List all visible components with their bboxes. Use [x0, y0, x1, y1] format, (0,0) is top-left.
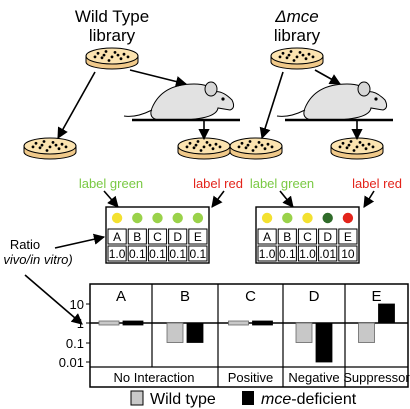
- y-tick-label: 0.01: [59, 355, 84, 370]
- legend-label-wild-type: Wild type: [150, 391, 216, 408]
- bar-wild-type-d: [295, 322, 313, 343]
- arrow-mce-to-mouse: [314, 69, 341, 85]
- array-letter: C: [153, 230, 162, 244]
- chart-frame: [89, 283, 409, 388]
- panel-label-c: C: [245, 288, 256, 305]
- arrow-mce-to-invitro: [259, 71, 284, 140]
- bar-wild-type-e: [358, 322, 375, 343]
- category-label: No Interaction: [114, 370, 195, 385]
- mouse-icon-wild-type: [123, 81, 235, 121]
- ratio-label: Ratio: [10, 237, 40, 252]
- arrow-wt-to-invitro: [57, 71, 96, 139]
- plate-mce-in-vitro: [229, 137, 283, 160]
- bar-mce-a: [122, 320, 144, 326]
- ratio-sublabel: (in vivo/in vitro): [0, 252, 73, 267]
- bar-wild-type-c: [228, 320, 249, 326]
- plate-mce-library: [270, 47, 324, 70]
- arrow-green-wt: [103, 190, 119, 208]
- array-letter: A: [263, 230, 271, 244]
- array-ratio-value: 1.0: [299, 247, 316, 261]
- bar-wild-type-a: [98, 320, 120, 326]
- plate-wild-type-in-vivo: [177, 137, 231, 160]
- array-ratio-value: 1.0: [259, 247, 276, 261]
- panel-label-b: B: [180, 288, 190, 305]
- legend-label-mce: mce-deficient: [261, 391, 357, 408]
- bar-mce-d: [315, 322, 333, 363]
- array-letter: B: [283, 230, 291, 244]
- arrow-green-mce: [279, 190, 294, 208]
- array-letter: B: [133, 230, 141, 244]
- array-ratio-value: 1.0: [109, 247, 126, 261]
- legend-mce-suffix: -deficient: [291, 391, 356, 408]
- y-tick-label: 0.1: [66, 336, 84, 351]
- label-red-mce: label red: [352, 176, 402, 191]
- array-ratio-value: 0.1: [279, 247, 296, 261]
- array-ratio-value: 0.1: [169, 247, 186, 261]
- spot-b: [282, 212, 293, 224]
- spot-e: [192, 212, 204, 224]
- legend-swatch-wild-type: [130, 390, 144, 406]
- label-red-wt: label red: [193, 176, 243, 191]
- array-mce: A 1.0 B 0.1 C 1.0 D .01 E 10: [255, 206, 360, 264]
- arrow-red-mce: [363, 190, 375, 208]
- category-label: Suppressor: [343, 370, 410, 385]
- array-wild-type: A 1.0 B 0.1 C 0.1 D 0.1 E 0.1: [105, 206, 210, 264]
- label-green-mce: label green: [250, 176, 314, 191]
- panel-label-a: A: [116, 288, 126, 305]
- mce-title: Δmce: [274, 7, 319, 26]
- array-ratio-value: 0.1: [190, 247, 207, 261]
- spot-e: [342, 212, 354, 224]
- spot-a: [111, 212, 123, 224]
- category-label: Negative: [288, 370, 339, 385]
- bar-mce-c: [252, 320, 273, 326]
- mce-library-label: library: [274, 26, 321, 45]
- bar-wild-type-b: [166, 322, 184, 343]
- spot-d: [322, 212, 333, 224]
- wild-type-title: Wild Type: [75, 7, 149, 26]
- label-green-wt: label green: [79, 176, 143, 191]
- array-letter: D: [323, 230, 332, 244]
- spot-c: [302, 212, 313, 224]
- arrow-red-wt: [211, 190, 225, 208]
- category-label: Positive: [228, 370, 274, 385]
- plate-wild-type-in-vitro: [23, 137, 77, 160]
- arrow-ratio-to-chart: [24, 274, 83, 325]
- y-tick-label: 10: [70, 297, 84, 312]
- array-ratio-value: 0.1: [149, 247, 166, 261]
- panel-label-e: E: [371, 288, 381, 305]
- spot-b: [132, 212, 143, 224]
- legend-mce-italic: mce: [261, 391, 291, 408]
- ratio-bar-chart: 10 1 0.1 0.01 A B C D E No Interaction Positive Neg…: [59, 283, 410, 388]
- arrow-ratio-to-array: [54, 233, 106, 249]
- array-letter: E: [344, 230, 352, 244]
- spot-d: [172, 212, 183, 224]
- arrow-wt-to-mouse: [129, 69, 188, 87]
- bar-mce-b: [186, 322, 204, 343]
- array-letter: A: [113, 230, 121, 244]
- plate-mce-in-vivo: [330, 137, 384, 160]
- wild-type-library-label: library: [89, 26, 136, 45]
- array-ratio-value: .01: [319, 247, 336, 261]
- array-letter: D: [173, 230, 182, 244]
- y-tick-label: 1: [77, 316, 84, 331]
- array-ratio-value: 10: [341, 247, 355, 261]
- legend-swatch-mce: [242, 391, 254, 405]
- array-letter: C: [303, 230, 312, 244]
- spot-a: [261, 212, 273, 224]
- array-ratio-value: 0.1: [129, 247, 146, 261]
- panel-label-d: D: [309, 288, 320, 305]
- mouse-icon-mce: [276, 81, 388, 121]
- bar-mce-e: [378, 303, 395, 324]
- array-letter: E: [194, 230, 202, 244]
- spot-c: [152, 212, 163, 224]
- plate-wild-type-library: [85, 47, 139, 70]
